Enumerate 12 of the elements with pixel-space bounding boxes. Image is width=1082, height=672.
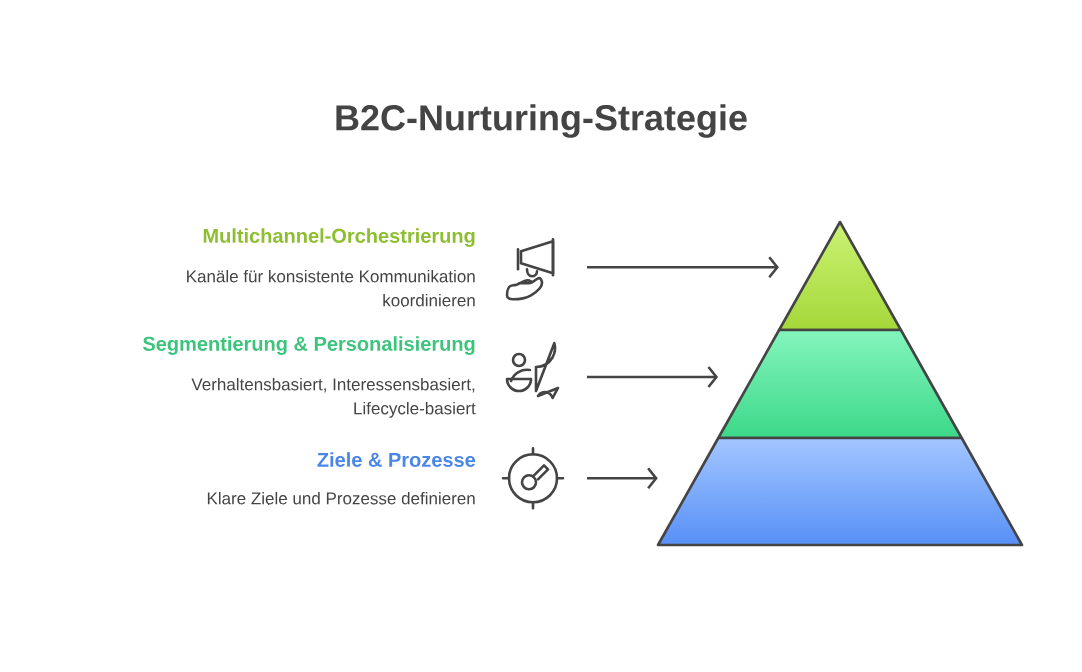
heading: Ziele & Prozesse bbox=[317, 452, 476, 467]
heading: Multichannel-Orchestrierung bbox=[203, 228, 475, 247]
arrow bbox=[587, 366, 719, 388]
title: B2C-Nurturing-Strategie bbox=[336, 104, 747, 138]
description: Verhaltensbasiert, Interessensbasiert, Lifecycle-basiert bbox=[191, 377, 476, 418]
pyramid-top bbox=[777, 220, 903, 332]
description: Klare Ziele und Prozesse definieren bbox=[207, 491, 475, 505]
heading: Segmentierung & Personalisierung bbox=[143, 336, 475, 355]
arrow bbox=[587, 467, 658, 490]
pyramid-layer bbox=[656, 436, 1024, 547]
description: Kanäle für konsistente Kommunikation koordinieren bbox=[187, 269, 475, 307]
arrow bbox=[587, 256, 779, 279]
